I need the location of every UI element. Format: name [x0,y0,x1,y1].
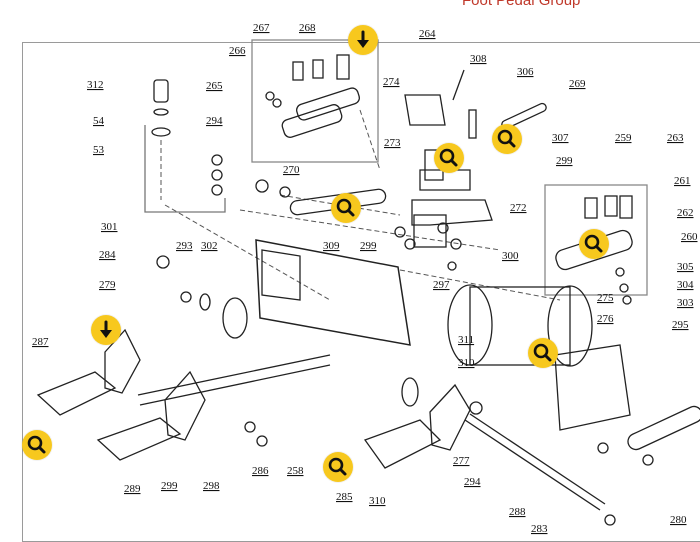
hotspot-arrow-287[interactable] [91,315,121,345]
part-label-286: 286 [252,465,269,477]
part-label-306: 306 [517,66,534,78]
part-label-284: 284 [99,249,116,261]
part-label-285: 285 [336,491,353,503]
part-label-299: 299 [556,155,573,167]
part-label-294: 294 [206,115,223,127]
part-label-308: 308 [470,53,487,65]
part-label-269: 269 [569,78,586,90]
magnifier-icon [328,457,347,476]
magnifier-icon [439,148,458,167]
part-label-311: 311 [458,334,474,346]
part-label-302: 302 [201,240,218,252]
part-label-268: 268 [299,22,316,34]
main-plate-drawing [255,239,411,346]
part-label-301: 301 [101,221,118,233]
hotspot-zoom-270[interactable] [331,193,361,223]
part-label-295: 295 [672,319,689,331]
part-label-298: 298 [203,480,220,492]
part-label-299: 299 [360,240,377,252]
magnifier-icon [27,435,46,454]
part-label-280: 280 [670,514,687,526]
part-label-309: 309 [323,240,340,252]
part-label-267: 267 [253,22,270,34]
part-label-276: 276 [597,313,614,325]
hotspot-arrow-top[interactable] [348,25,378,55]
part-label-262: 262 [677,207,694,219]
magnifier-icon [497,129,516,148]
hotspot-zoom-307[interactable] [492,124,522,154]
part-label-53: 53 [93,144,105,156]
hotspot-zoom-287[interactable] [22,430,52,460]
part-label-307: 307 [552,132,569,144]
part-label-263: 263 [667,132,684,144]
part-label-258: 258 [287,465,304,477]
part-label-272: 272 [510,202,527,214]
part-label-266: 266 [229,45,246,57]
part-label-294: 294 [464,476,481,488]
magnifier-icon [336,198,355,217]
pedal-285-drawing [363,419,442,469]
pedal-287-drawing [36,371,117,416]
part-label-305: 305 [677,261,694,273]
part-label-270: 270 [283,164,300,176]
part-label-312: 312 [87,79,104,91]
part-label-304: 304 [677,279,694,291]
part-label-310: 310 [458,357,475,369]
pedal-289-drawing [96,417,182,461]
part-label-260: 260 [681,231,698,243]
hotspot-zoom-262[interactable] [579,229,609,259]
page-title: Foot Pedal Group [462,0,581,9]
part-label-275: 275 [597,292,614,304]
part-label-277: 277 [453,455,470,467]
hotspot-zoom-273[interactable] [434,143,464,173]
bolt-312-drawing [153,79,169,103]
part-label-297: 297 [433,279,450,291]
part-label-264: 264 [419,28,436,40]
hotspot-zoom-285[interactable] [323,452,353,482]
part-label-279: 279 [99,279,116,291]
part-label-287: 287 [32,336,49,348]
hotspot-zoom-276[interactable] [528,338,558,368]
part-label-274: 274 [383,76,400,88]
part-label-259: 259 [615,132,632,144]
part-label-310: 310 [369,495,386,507]
down-arrow-icon [357,30,369,48]
down-arrow-icon [100,320,112,338]
part-label-303: 303 [677,297,694,309]
part-label-299: 299 [161,480,178,492]
magnifier-icon [533,343,552,362]
part-label-265: 265 [206,80,223,92]
magnifier-icon [584,234,603,253]
part-label-54: 54 [93,115,105,127]
part-label-288: 288 [509,506,526,518]
part-label-300: 300 [502,250,519,262]
part-label-293: 293 [176,240,193,252]
part-label-273: 273 [384,137,401,149]
part-label-261: 261 [674,175,691,187]
part-label-283: 283 [531,523,548,535]
part-label-289: 289 [124,483,141,495]
